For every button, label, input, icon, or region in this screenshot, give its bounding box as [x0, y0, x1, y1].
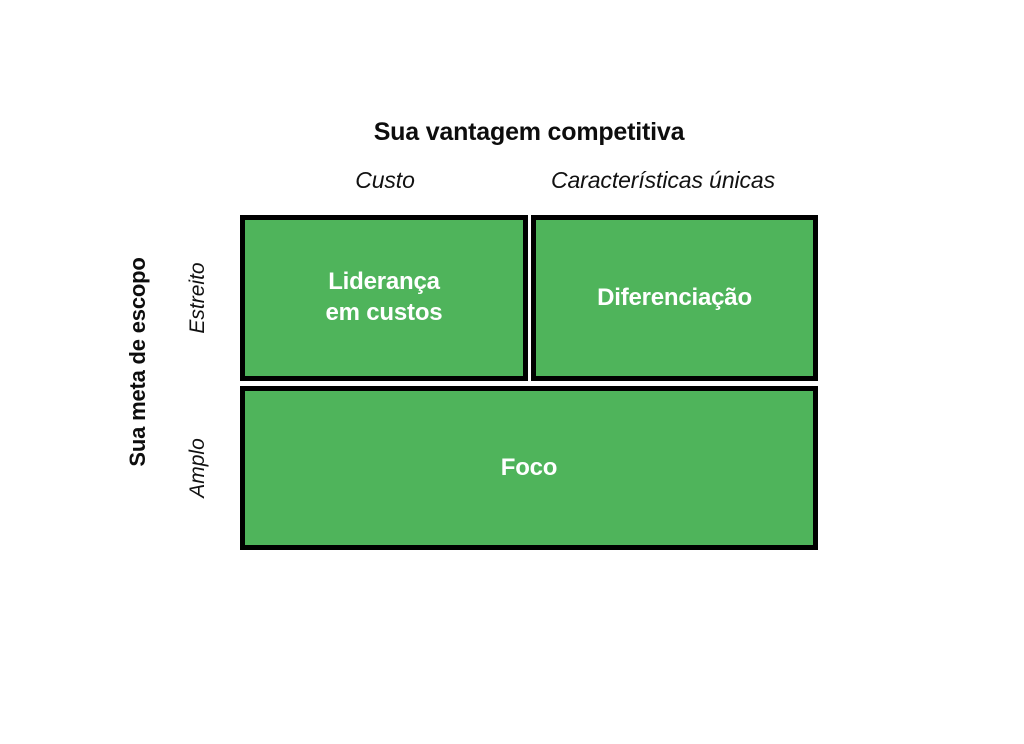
x-axis-title: Sua vantagem competitiva [373, 118, 685, 146]
y-axis-title: Sua meta de escopo [125, 257, 150, 467]
matrix-cell-label: Diferenciação [597, 283, 752, 311]
column-label-caracteristicas-unicas: Características únicas [550, 167, 776, 193]
column-label-custo: Custo [355, 167, 415, 193]
row-label-amplo: Amplo [186, 438, 209, 498]
matrix-cell-label: Foco [500, 453, 558, 481]
matrix-cell-cost-leadership[interactable]: Liderança em custos [240, 215, 528, 381]
matrix-cell-differentiation[interactable]: Diferenciação [531, 215, 818, 381]
matrix-cell-label: Liderança em custos [325, 268, 443, 326]
matrix-cell-focus[interactable]: Foco [240, 386, 818, 550]
row-label-estreito: Estreito [186, 262, 209, 334]
